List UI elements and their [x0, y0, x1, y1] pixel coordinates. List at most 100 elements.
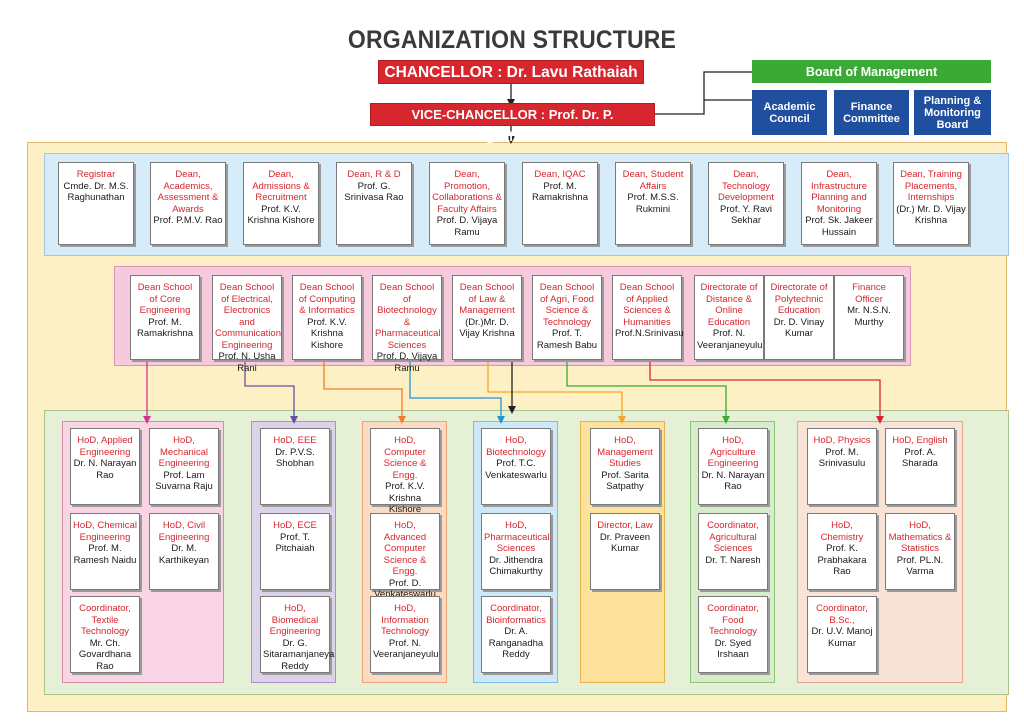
hod-title: HoD, Mathematics & Statistics	[888, 520, 952, 554]
hod-name: Prof. K. Prabhakara Rao	[817, 543, 867, 577]
school-name: Prof. N. Usha Rani	[218, 351, 276, 374]
hod-title: HoD, Information Technology	[380, 603, 430, 637]
dean-name: (Dr.) Mr. D. Vijay Krishna	[896, 203, 966, 227]
dean-name: Prof. P.M.V. Rao	[153, 215, 223, 226]
school-box: Directorate of Distance & Online Educati…	[694, 275, 764, 360]
hod-name: Dr. P.V.S. Shobhan	[275, 446, 315, 470]
school-title: Dean School of Computing & Informatics	[298, 282, 356, 316]
school-name: Prof. D. Vijaya Ramu	[376, 351, 438, 374]
hod-title: HoD, Physics	[813, 435, 871, 446]
school-box: Dean School of Law & Management(Dr.)Mr. …	[452, 275, 522, 360]
hod-title: HoD, Civil Engineering	[158, 520, 210, 543]
hod-name: Dr. U.V. Manoj Kumar	[811, 626, 873, 649]
hod-title: Coordinator, B.Sc.,	[816, 603, 868, 626]
hod-name: Prof. K.V. Krishna Kishore	[385, 481, 425, 515]
dean-name: Prof. G. Srinivasa Rao	[344, 180, 404, 204]
hod-name: Prof. A. Sharada	[902, 446, 938, 470]
dean-title: Dean, IQAC	[534, 169, 586, 180]
dean-name: Prof. Y. Ravi Sekhar	[720, 203, 772, 227]
dean-title: Dean, R & D	[347, 169, 401, 180]
planning-monitoring-box: Planning & Monitoring Board	[914, 90, 991, 135]
school-title: Finance Officer	[852, 282, 886, 305]
hod-name: Dr. G. Sitaramanjaneya Reddy	[263, 637, 335, 672]
school-name: (Dr.)Mr. D. Vijay Krishna	[459, 316, 515, 340]
school-title: Dean School of Law & Management	[459, 282, 515, 316]
finance-committee-box: Finance Committee	[834, 90, 909, 135]
school-name: Prof. T. Ramesh Babu	[536, 328, 598, 351]
hod-title: Coordinator, Bioinformatics	[486, 603, 546, 626]
dean-title: Dean, Student Affairs	[622, 169, 684, 192]
dean-title: Dean, Admissions & Recruitment	[252, 169, 310, 203]
vice-chancellor-box: VICE-CHANCELLOR : Prof. Dr. P. Nagabhush…	[370, 103, 655, 144]
hod-title: Coordinator, Agricultural Sciences	[707, 520, 759, 554]
hod-name: Dr. N. Narayan Rao	[701, 469, 765, 493]
school-box: Dean School of Electrical, Electronics a…	[212, 275, 282, 374]
dean-title: Dean, Promotion, Collaborations & Facult…	[432, 169, 502, 215]
dean-name: Prof. K.V. Krishna Kishore	[247, 203, 315, 227]
school-title: Dean School of Agri, Food Science & Tech…	[539, 282, 595, 328]
dean-name: Cmde. Dr. M.S. Raghunathan	[63, 180, 129, 204]
school-name: Prof.N.Srinivasu	[615, 328, 684, 339]
hod-title: HoD, Mechanical Engineering	[158, 435, 210, 469]
hod-title: HoD, Chemistry	[820, 520, 864, 543]
hod-name: Prof. D. Venkateswarlu	[374, 577, 436, 601]
hod-name: Prof. T.C. Venkateswarlu	[485, 458, 547, 481]
school-name: Prof. K.V. Krishna Kishore	[307, 316, 347, 351]
chancellor-box: CHANCELLOR : Dr. Lavu Rathaiah	[378, 60, 644, 84]
hod-title: HoD, ECE	[273, 520, 317, 531]
hod-name: Dr. Syed Irshaan	[714, 637, 752, 661]
hod-name: Prof. Sarita Satpathy	[601, 469, 649, 493]
dean-title: Dean, Training Placements, Internships	[900, 169, 962, 203]
hod-name: Prof. M. Ramesh Naidu	[73, 543, 137, 566]
hod-title: HoD, Advanced Computer Science & Engg.	[383, 520, 427, 577]
hod-title: Director, Law	[597, 520, 653, 531]
school-name: Dr. D. Vinay Kumar	[773, 316, 825, 340]
dean-title: Dean, Technology Development	[718, 169, 774, 203]
hod-name: Prof. PL.N. Varma	[896, 554, 944, 578]
hod-name: Dr. N. Narayan Rao	[73, 458, 137, 481]
dean-title: Dean, Infrastructure Planning and Monito…	[811, 169, 867, 215]
hod-name: Prof. T. Pitchaiah	[275, 531, 315, 555]
hod-title: HoD, Chemical Engineering	[73, 520, 137, 543]
dean-name: Prof. Sk. Jakeer Hussain	[805, 215, 873, 238]
dean-name: Prof. M.S.S. Rukmini	[627, 192, 679, 215]
board-of-management: Board of Management	[752, 60, 991, 83]
hod-title: Coordinator, Food Technology	[707, 603, 759, 637]
school-box: Dean School of Biotechnology & Pharmaceu…	[372, 275, 442, 374]
connector-board	[655, 71, 752, 115]
school-title: Dean School of Core Engineering	[137, 282, 193, 316]
hod-title: Coordinator, Textile Technology	[79, 603, 131, 637]
hod-name: Dr. Praveen Kumar	[599, 531, 651, 555]
hod-box: HoD, Advanced Computer Science & Engg.Pr…	[370, 513, 440, 600]
dean-name: Prof. M. Ramakrishna	[532, 180, 588, 204]
hod-title: HoD, Biomedical Engineering	[269, 603, 321, 637]
dean-box: Dean, Promotion, Collaborations & Facult…	[429, 162, 505, 245]
hod-title: HoD, Computer Science & Engg.	[383, 435, 427, 481]
school-title: Directorate of Polytechnic Education	[770, 282, 828, 316]
hod-name: Dr. A. Ranganadha Reddy	[488, 626, 544, 660]
school-name: Mr. N.S.N. Murthy	[847, 305, 891, 328]
hod-title: HoD, English	[892, 435, 948, 446]
hod-name: Dr. T. Naresh	[705, 554, 761, 566]
